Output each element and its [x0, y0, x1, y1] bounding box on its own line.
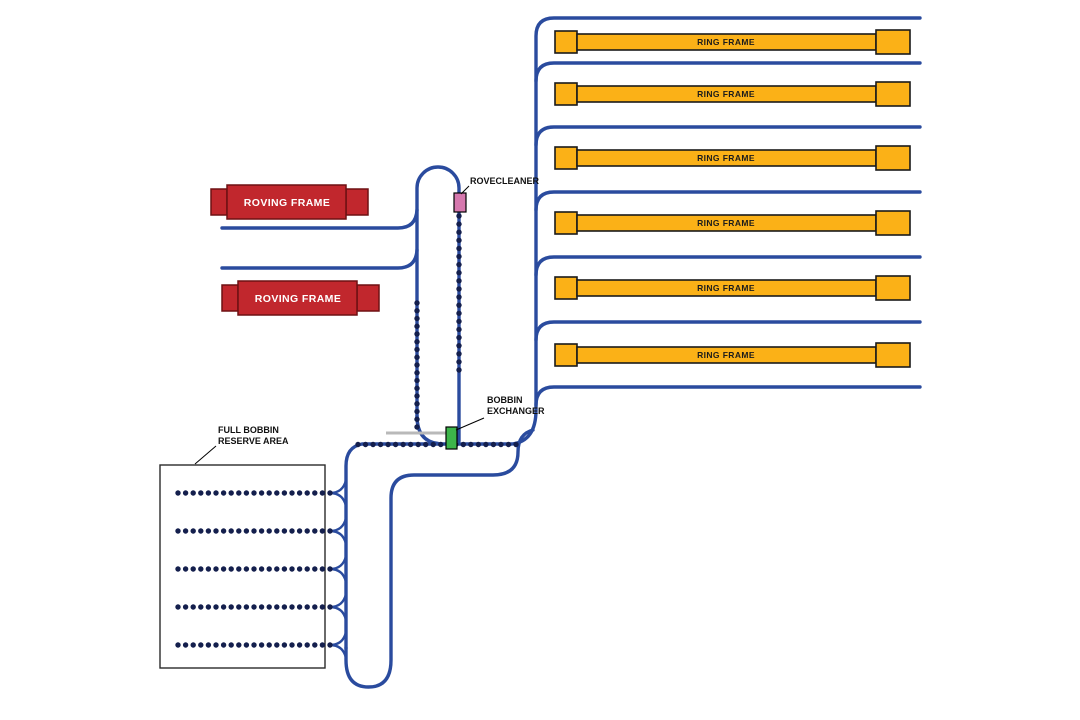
ring-rail-2	[534, 61, 922, 83]
roving-branch-rail-1	[220, 208, 419, 230]
ring-frame-left-block	[554, 82, 578, 106]
ring-frame-label: RING FRAME	[697, 37, 755, 47]
ring-frame-left-block	[554, 30, 578, 54]
monorail-network	[220, 16, 922, 689]
ring-frame-label: RING FRAME	[697, 218, 755, 228]
roving-branch-rail-2	[220, 248, 419, 270]
roving-frame-body	[226, 184, 347, 220]
ring-frame-right-block	[875, 210, 911, 236]
reserve-area-label-line2: RESERVE AREA	[218, 436, 289, 446]
loop-bottom-merge	[415, 414, 440, 446]
ring-frame-label: RING FRAME	[697, 153, 755, 163]
reserve-area-box	[159, 464, 326, 669]
roving-frame-body	[237, 280, 358, 316]
ring-frame-left-block	[554, 276, 578, 300]
rovecleaner-label: ROVECLEANER	[470, 176, 540, 186]
ring-frame-label: RING FRAME	[697, 283, 755, 293]
ring-frame-right-block	[875, 145, 911, 171]
ring-frame-right-block	[875, 275, 911, 301]
ring-frame-right-block	[875, 342, 911, 368]
rovecleaner-pointer-line	[460, 185, 470, 195]
ring-rail-6	[534, 320, 922, 342]
ring-frame-6: RING FRAME	[554, 342, 911, 368]
bobbin-chain	[414, 300, 420, 430]
roving-frame-right-cap	[345, 188, 369, 216]
roving-frame-2: ROVING FRAME	[221, 280, 380, 316]
ring-frame-right-block	[875, 29, 911, 55]
bobbin-exchanger-label-line1: BOBBIN	[487, 395, 523, 405]
roving-frame-label: ROVING FRAME	[244, 197, 330, 209]
ring-frame-left-block	[554, 211, 578, 235]
main-trunk-rail	[344, 16, 922, 650]
bobbin-chain	[175, 566, 333, 572]
bobbin-chain	[175, 604, 333, 610]
ring-frame-3: RING FRAME	[554, 145, 911, 171]
ring-frame-5: RING FRAME	[554, 275, 911, 301]
ring-rail-3	[534, 125, 922, 147]
bobbin-chain	[456, 213, 462, 373]
return-loop-rail	[344, 428, 535, 689]
ring-frame-1: RING FRAME	[554, 29, 911, 55]
ring-rail-4	[534, 190, 922, 212]
ring-frame-label: RING FRAME	[697, 350, 755, 360]
ring-frame-left-block	[554, 146, 578, 170]
reserve-area-pointer-line	[194, 445, 217, 465]
ring-rail-5	[534, 255, 922, 277]
bobbin-chain	[175, 528, 333, 534]
ring-frame-right-block	[875, 81, 911, 107]
roving-frame-left-cap	[210, 188, 228, 216]
bobbin-chain	[175, 642, 333, 648]
bobbin-exchanger-label-line2: EXCHANGER	[487, 406, 545, 416]
ring-rail-7	[534, 385, 922, 407]
ring-frame-4: RING FRAME	[554, 210, 911, 236]
ring-frame-2: RING FRAME	[554, 81, 911, 107]
roving-frame-left-cap	[221, 284, 239, 312]
bobbin-chain	[175, 490, 333, 496]
rovecleaner-loop-rail	[415, 165, 461, 443]
reserve-area-label-line1: FULL BOBBIN	[218, 425, 279, 435]
roving-frame-label: ROVING FRAME	[255, 293, 341, 305]
ring-frame-left-block	[554, 343, 578, 367]
reserve-bobbin-rows	[175, 490, 333, 648]
rovecleaner-unit	[453, 192, 467, 213]
roving-frame-right-cap	[356, 284, 380, 312]
bobbin-exchanger-unit	[445, 426, 458, 450]
bobbin-exchanger-pointer-line	[455, 417, 485, 431]
ring-frame-label: RING FRAME	[697, 89, 755, 99]
roving-frame-1: ROVING FRAME	[210, 184, 369, 220]
